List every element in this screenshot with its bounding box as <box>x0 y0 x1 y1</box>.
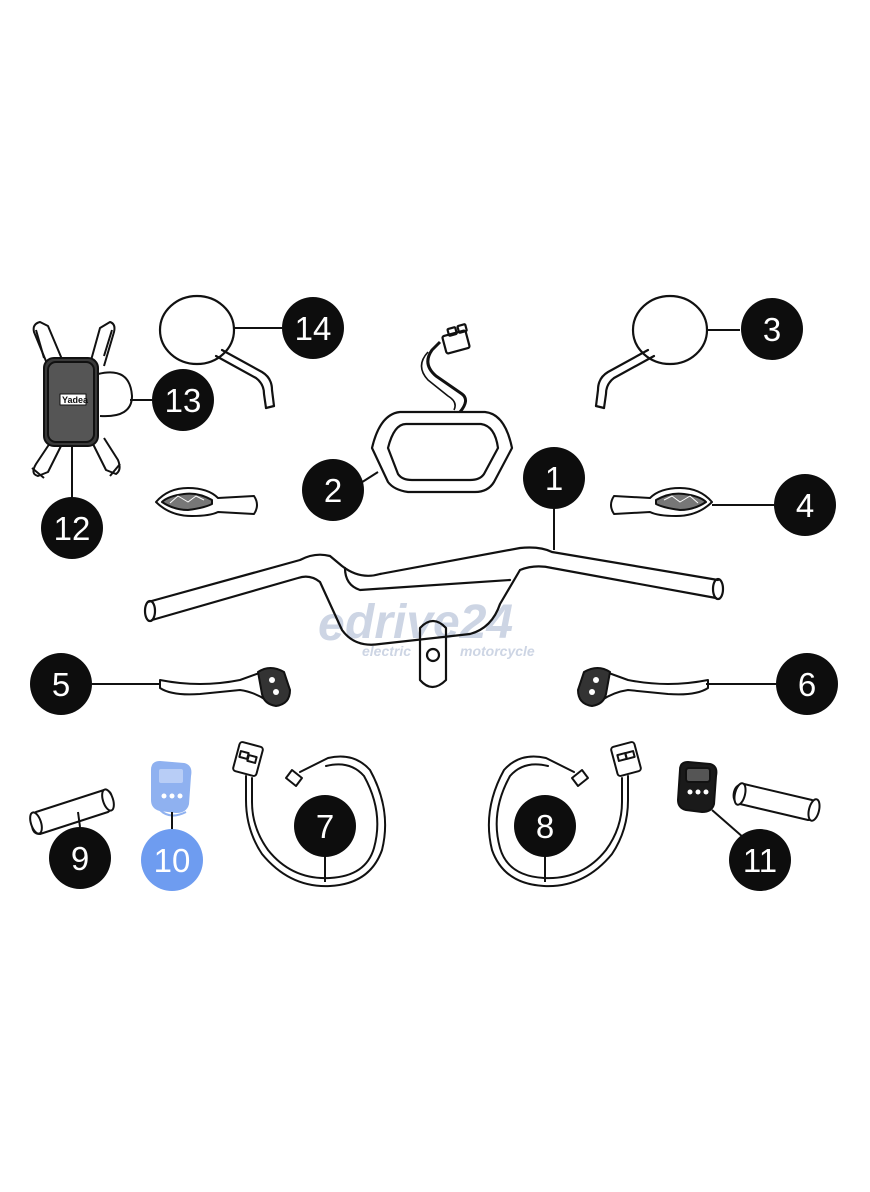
callout-12-label: 12 <box>54 510 91 547</box>
part-left-harness[interactable] <box>232 741 387 888</box>
part-left-brake-lever[interactable] <box>159 667 291 707</box>
part-right-brake-lever[interactable] <box>577 667 709 707</box>
part-right-mirror[interactable] <box>594 294 709 410</box>
watermark-tagline-left: electric <box>362 643 411 659</box>
callout-5[interactable]: 5 <box>30 653 92 715</box>
part-right-harness[interactable] <box>487 741 642 888</box>
callout-3-label: 3 <box>763 311 781 348</box>
part-handlebar[interactable] <box>143 546 725 689</box>
part-left-mirror[interactable] <box>158 294 276 410</box>
part-left-switch[interactable] <box>151 761 192 817</box>
part-right-grip[interactable] <box>732 782 821 822</box>
phone-holder-sticker: Yadea <box>62 395 89 405</box>
callout-1-label: 1 <box>545 460 563 497</box>
part-right-indicator[interactable] <box>610 487 713 517</box>
callout-6[interactable]: 6 <box>776 653 838 715</box>
callout-2[interactable]: 2 <box>302 459 364 521</box>
part-left-grip[interactable] <box>28 788 116 835</box>
callout-11-label: 11 <box>743 842 777 879</box>
part-left-indicator[interactable] <box>155 487 258 517</box>
callout-13-label: 13 <box>165 382 202 419</box>
callout-10-label: 10 <box>154 842 191 879</box>
part-phone-holder[interactable]: Yadea <box>31 321 133 479</box>
callout-13[interactable]: 13 <box>152 369 214 431</box>
part-display[interactable] <box>370 323 514 494</box>
callout-6-label: 6 <box>798 666 816 703</box>
callout-10[interactable]: 10 <box>141 829 203 891</box>
callout-9-label: 9 <box>71 840 89 877</box>
part-right-switch[interactable] <box>677 761 718 813</box>
watermark-tagline-right: motorcycle <box>460 643 535 659</box>
callout-8-label: 8 <box>536 808 554 845</box>
callout-1[interactable]: 1 <box>523 447 585 509</box>
callout-7-label: 7 <box>316 808 334 845</box>
callout-7[interactable]: 7 <box>294 795 356 857</box>
callout-14[interactable]: 14 <box>282 297 344 359</box>
watermark: e drive24 electric motorcycle <box>318 596 535 659</box>
callout-14-label: 14 <box>295 310 332 347</box>
callout-4-label: 4 <box>796 487 814 524</box>
callout-2-label: 2 <box>324 472 342 509</box>
callout-11[interactable]: 11 <box>729 829 791 891</box>
callout-5-label: 5 <box>52 666 70 703</box>
callout-4[interactable]: 4 <box>774 474 836 536</box>
callout-9[interactable]: 9 <box>49 827 111 889</box>
callout-8[interactable]: 8 <box>514 795 576 857</box>
callout-3[interactable]: 3 <box>741 298 803 360</box>
leader-lines <box>71 327 776 882</box>
callouts: 1 2 3 4 5 6 7 8 9 10 11 12 13 14 <box>30 297 838 891</box>
callout-12[interactable]: 12 <box>41 497 103 559</box>
